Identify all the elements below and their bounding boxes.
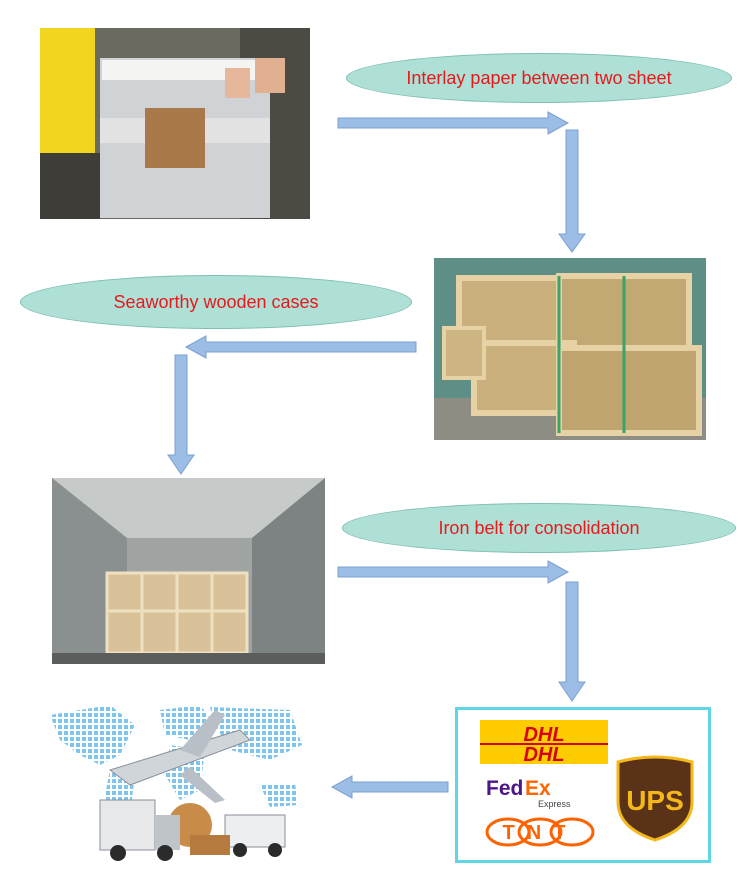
ups-logo: UPS [616, 755, 694, 842]
dhl-logo-text-top: DHL [523, 724, 564, 746]
world-map-shipping-illustration [40, 695, 310, 870]
step-label-seaworthy-cases: Seaworthy wooden cases [20, 275, 412, 329]
step-label-iron-belt: Iron belt for consolidation [342, 503, 736, 553]
photo-container-loading [52, 478, 325, 664]
fedex-logo-express: Express [538, 799, 571, 809]
express-carriers-box: DHL DHL Fed Ex Express TNT UPS [455, 707, 711, 863]
photo-wooden-cases [434, 258, 706, 440]
wooden-cases-illustration [434, 258, 706, 440]
arrow-down-3 [558, 581, 586, 702]
global-shipping-illustration [40, 695, 310, 870]
dhl-logo: DHL DHL [480, 720, 608, 766]
dhl-logo-text-bottom: DHL [523, 744, 564, 766]
arrow-left-1 [184, 335, 417, 359]
fedex-logo: Fed Ex Express [486, 777, 571, 809]
fedex-logo-ex: Ex [525, 777, 551, 800]
step-label-interlay-paper: Interlay paper between two sheet [346, 53, 732, 103]
wrapping-photo-illustration [40, 28, 310, 219]
arrow-right-2 [337, 560, 570, 584]
tnt-logo-text: TNT [503, 822, 578, 844]
arrow-down-1 [558, 129, 586, 253]
arrow-down-2 [167, 354, 195, 475]
carrier-logos: DHL DHL Fed Ex Express TNT UPS [480, 720, 694, 847]
fedex-logo-fed: Fed [486, 777, 523, 800]
tnt-logo: TNT [485, 817, 595, 847]
arrow-right-1 [337, 111, 570, 135]
photo-wrapping-sheets [40, 28, 310, 219]
ups-logo-text: UPS [626, 785, 684, 816]
arrow-left-2 [330, 775, 449, 799]
container-illustration [52, 478, 325, 664]
